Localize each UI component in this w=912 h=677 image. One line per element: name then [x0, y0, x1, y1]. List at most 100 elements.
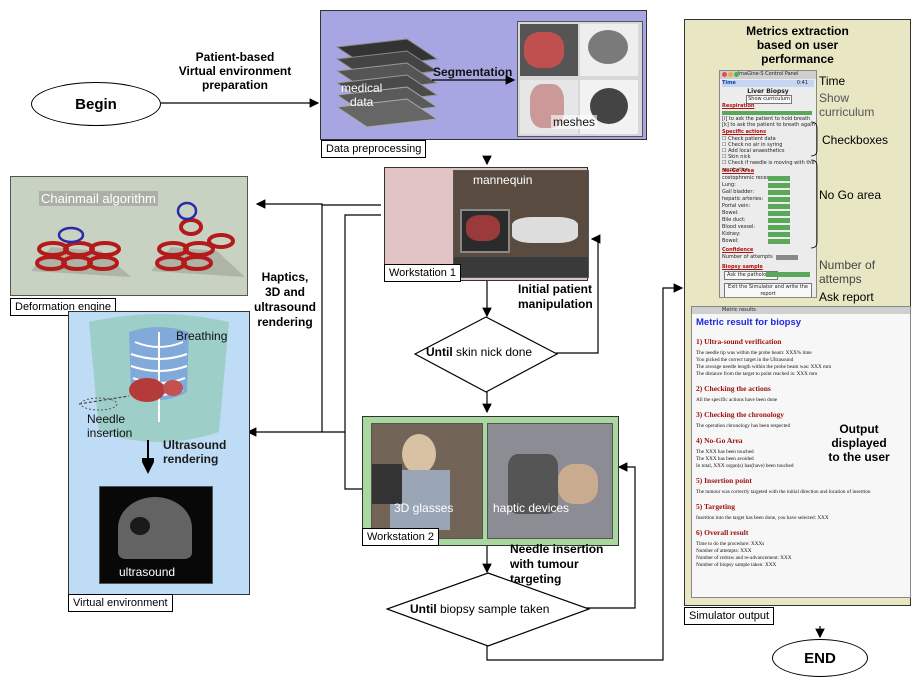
data-preprocessing-panel: medical data Segmentation meshes — [320, 10, 647, 140]
organ-status-bar — [768, 197, 790, 202]
panel-heading: Liver Biopsy — [747, 88, 789, 95]
attempts-callout: Number of attemps — [819, 258, 876, 286]
time-bar-label: Time — [722, 80, 736, 86]
organ-row: Gall bladder: — [722, 189, 814, 196]
nogo-callout: No Go area — [819, 188, 882, 202]
maximize-icon[interactable] — [734, 72, 739, 77]
resp-line-1: [i] to ask the patient to hold breath — [722, 116, 811, 122]
respiration-heading: Respiration — [722, 103, 755, 109]
result-line: You picked the correct target in the Ult… — [696, 357, 794, 363]
simulator-output-label: Simulator output — [684, 607, 775, 625]
begin-terminal: Begin — [31, 82, 161, 126]
deformation-panel: Chainmail algorithm — [10, 176, 248, 296]
organ-status-bar — [768, 190, 790, 195]
checkboxes-callout: Checkboxes — [822, 133, 889, 147]
check-3[interactable]: ☐ Add local anaesthetics — [722, 148, 785, 154]
organ-status-bar — [768, 218, 790, 223]
close-icon[interactable] — [722, 72, 727, 77]
respiration-bar — [722, 111, 812, 115]
result-line: Time to do the procedure: XXXs — [696, 541, 765, 547]
end-label: END — [804, 649, 836, 667]
organ-row: hepatic arteries: — [722, 196, 814, 203]
result-section-lines: The operation chronology has been respec… — [696, 423, 906, 430]
organ-status-bar — [768, 232, 790, 237]
minimize-icon[interactable] — [728, 72, 733, 77]
result-section-heading: 5) Targeting — [696, 502, 735, 511]
decision1-bold: Until — [426, 345, 453, 359]
organ-row: Bile duct: — [722, 217, 814, 224]
down-arrow-icon — [142, 440, 154, 474]
virtual-env-panel: Breathing Needle insertion Ultrasound re… — [68, 311, 250, 595]
time-bar: Time 0:41 — [722, 80, 814, 87]
confidence-heading: Confidence — [722, 247, 754, 253]
initial-manipulation-text: Initial patient manipulation — [518, 282, 593, 311]
result-line: The needle tip was within the probe beam… — [696, 350, 812, 356]
result-section-heading: 5) Insertion point — [696, 476, 752, 485]
result-line: Number of redraw and re-advancement: XXX — [696, 555, 792, 561]
check-4[interactable]: ☐ Skin nick — [722, 154, 751, 160]
check-1[interactable]: ☐ Check patient data — [722, 136, 776, 142]
medical-slices-icon — [335, 38, 439, 128]
torso-illustration — [78, 314, 229, 442]
organ-label: Bowel: — [722, 210, 739, 216]
results-title: Metric result for biopsy — [696, 317, 802, 328]
time-bar-value: 0:41 — [796, 80, 808, 86]
meshes-collage — [517, 21, 643, 137]
show-curriculum-button[interactable]: Show curriculum — [746, 95, 792, 104]
organ-status-bar — [768, 183, 790, 188]
organ-row: Portal vein: — [722, 203, 814, 210]
organ-label: costophrenic recess: — [722, 175, 774, 181]
check-2[interactable]: ☐ Check no air in syring — [722, 142, 783, 148]
organ-row: Kidney: — [722, 231, 814, 238]
nogo-heading: No-Go Area — [722, 168, 755, 174]
end-terminal: END — [772, 639, 868, 677]
results-titlebar: Metric results — [692, 307, 910, 314]
result-line: The XXX has been touched — [696, 449, 754, 455]
result-line: The tumour was correctly targeted with t… — [696, 489, 871, 495]
organ-label: Bile duct: — [722, 217, 746, 223]
organ-label: Bowel: — [722, 238, 739, 244]
organ-row: Lung: — [722, 182, 814, 189]
result-section-heading: 4) No-Go Area — [696, 436, 743, 445]
decision2-bold: Until — [410, 602, 437, 616]
segmentation-arrow — [432, 75, 516, 85]
result-section-lines: All the specific actions have been done — [696, 397, 906, 404]
ask-report-callout: Ask report — [819, 290, 874, 304]
needle-tumour-text: Needle insertion with tumour targeting — [510, 542, 604, 586]
decision2-rest: biopsy sample taken — [436, 602, 550, 616]
resp-line-2: [k] to ask the patient to breath again — [722, 122, 815, 128]
glasses-photo — [371, 423, 483, 539]
exit-simulator-button[interactable]: Exit the Simulator and write the report — [724, 283, 812, 297]
organ-row: Bowel: — [722, 210, 814, 217]
check-5[interactable]: ☐ Check if needle is moving with the res… — [722, 160, 815, 173]
medical-data-label: medical data — [341, 81, 383, 109]
results-tab[interactable]: Metric results — [722, 307, 756, 313]
control-panel-window: ImaGine-S Control Panel Time 0:41 Liver … — [719, 70, 817, 298]
time-callout: Time — [819, 74, 846, 88]
result-line: Number of biopsy sample taken: XXX — [696, 562, 777, 568]
organ-label: Blood vessel: — [722, 224, 756, 230]
control-panel-title: ImaGine-S Control Panel — [737, 71, 799, 77]
control-panel-titlebar: ImaGine-S Control Panel — [720, 71, 816, 79]
attempts-label: Number of attempts — [722, 254, 773, 260]
haptic-photo — [487, 423, 613, 539]
biopsy-heading: Biopsy sample — [722, 264, 763, 270]
haptic-label: haptic devices — [493, 501, 570, 515]
prep-title: Patient-based Virtual environment prepar… — [178, 50, 292, 92]
decision1-rest: skin nick done — [452, 345, 533, 359]
workstation2-label: Workstation 2 — [362, 528, 440, 546]
decision1-text: Until skin nick done — [426, 345, 532, 359]
organ-row: costophrenic recess: — [722, 175, 814, 182]
breathing-label: Breathing — [176, 329, 228, 343]
result-line: The distance from the target to point re… — [696, 371, 818, 377]
glasses-label: 3D glasses — [394, 501, 454, 515]
organ-status-bar — [768, 204, 790, 209]
organ-status-bar — [768, 239, 790, 244]
result-line: Number of attempts: XXX — [696, 548, 752, 554]
organ-status-bar — [768, 225, 790, 230]
result-section-heading: 3) Checking the chronology — [696, 410, 784, 419]
